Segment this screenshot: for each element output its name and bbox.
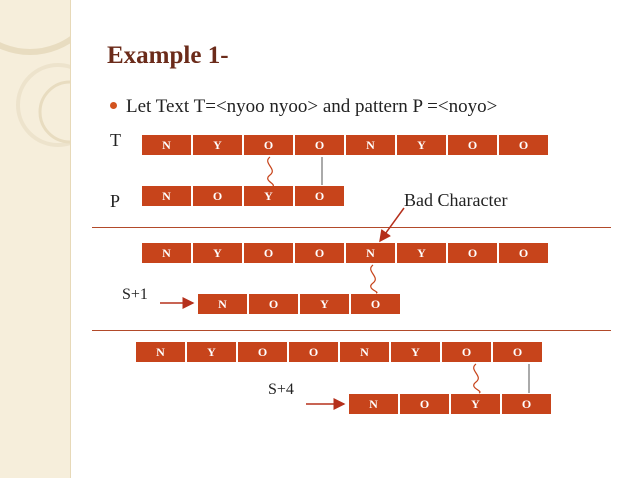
text-char-cell: N bbox=[339, 341, 390, 363]
bad-character-arrow bbox=[379, 207, 405, 243]
text-char-cell: O bbox=[294, 242, 345, 264]
text-char-cell: Y bbox=[186, 341, 237, 363]
text-char-cell: N bbox=[141, 242, 192, 264]
text-char-cell: Y bbox=[390, 341, 441, 363]
decorative-sidebar bbox=[0, 0, 103, 478]
text-char-cell: Y bbox=[396, 242, 447, 264]
mismatch-squiggle-3 bbox=[473, 363, 481, 394]
text-char-cell: O bbox=[294, 134, 345, 156]
text-char-cell: N bbox=[345, 242, 396, 264]
pattern-char-cell: Y bbox=[243, 185, 294, 207]
pattern-char-cell: N bbox=[348, 393, 399, 415]
pattern-char-cell: O bbox=[192, 185, 243, 207]
text-char-cell: O bbox=[447, 134, 498, 156]
pattern-char-cell: O bbox=[399, 393, 450, 415]
bullet-item: Let Text T=<nyoo nyoo> and pattern P =<n… bbox=[110, 96, 497, 118]
text-char-cell: O bbox=[243, 242, 294, 264]
decorative-circles bbox=[0, 0, 103, 147]
text-char-cell: O bbox=[237, 341, 288, 363]
pattern-char-cell: O bbox=[248, 293, 299, 315]
pattern-char-cell: N bbox=[141, 185, 192, 207]
alignment-squiggle-2 bbox=[370, 264, 378, 294]
text-char-cell: O bbox=[288, 341, 339, 363]
pattern-char-cell: Y bbox=[450, 393, 501, 415]
mismatch-squiggle-1 bbox=[267, 156, 274, 188]
shift-1-label: S+1 bbox=[122, 286, 148, 303]
pattern-char-cell: N bbox=[197, 293, 248, 315]
pattern-char-cell: O bbox=[350, 293, 401, 315]
text-char-cell: O bbox=[441, 341, 492, 363]
text-char-cell: Y bbox=[192, 134, 243, 156]
slide-title: Example 1- bbox=[107, 42, 229, 69]
text-char-cell: O bbox=[447, 242, 498, 264]
text-char-cell: N bbox=[135, 341, 186, 363]
text-char-cell: O bbox=[492, 341, 543, 363]
bad-character-label: Bad Character bbox=[404, 190, 508, 210]
pattern-char-cell: Y bbox=[299, 293, 350, 315]
text-char-cell: Y bbox=[396, 134, 447, 156]
text-char-cell: O bbox=[498, 242, 549, 264]
text-row-label: T bbox=[110, 130, 121, 150]
divider-1 bbox=[92, 227, 611, 228]
pattern-char-cell: O bbox=[501, 393, 552, 415]
shift-4-label: S+4 bbox=[268, 381, 294, 398]
text-char-cell: Y bbox=[192, 242, 243, 264]
bullet-icon bbox=[110, 102, 117, 110]
pattern-row-label: P bbox=[110, 191, 121, 211]
text-char-cell: O bbox=[243, 134, 294, 156]
pattern-char-cell: O bbox=[294, 185, 345, 207]
text-char-cell: O bbox=[498, 134, 549, 156]
bullet-text: Let Text T=<nyoo nyoo> and pattern P =<n… bbox=[126, 96, 498, 117]
text-char-cell: N bbox=[141, 134, 192, 156]
divider-2 bbox=[92, 330, 611, 331]
text-char-cell: N bbox=[345, 134, 396, 156]
